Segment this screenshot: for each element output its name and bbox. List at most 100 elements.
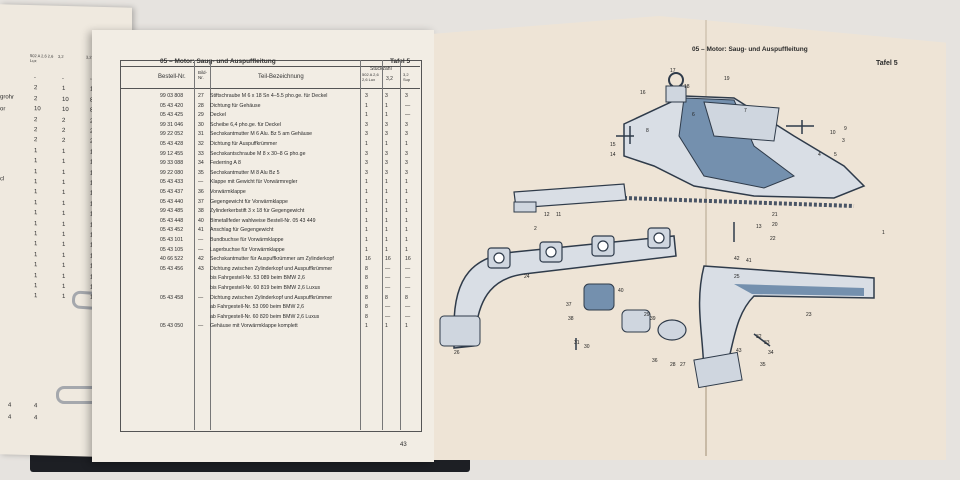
part-number: 05 43 456 [160,265,184,272]
lifting-eye-base [665,85,687,103]
qty-32: 3 [385,160,388,167]
qty-32-sup: 3 [405,131,408,138]
part-number: 99 33 088 [160,160,184,167]
table-row: bis Fahrgestell-Nr. 60 819 beim BMW 2,6 … [120,284,420,293]
part-description: ab Fahrgestell-Nr. 60 820 beim BMW 2,6 L… [210,313,320,320]
part-number: 05 43 440 [160,198,184,205]
callout-number: 35 [760,362,766,368]
callout-number: 24 [524,274,530,280]
callout-number: 21 [772,212,778,218]
qty-32-sup: — [405,285,411,291]
qty-32: — [385,275,391,282]
qty-32: 1 [385,246,388,253]
left-qty: 1 [62,252,66,259]
part-description: Dichtung für Auspuffkrümmer [210,141,278,147]
callout-number: 6 [692,112,695,118]
left-qty: 2 [34,127,38,134]
qty-26: 8 [365,313,368,320]
part-description: Bimetallfeder wahlweise Bestell-Nr. 05 4… [210,217,316,224]
callout-number: 1 [882,230,885,236]
diagram-page [434,16,946,460]
picture-number: 43 [198,265,204,272]
part-description: ab Fahrgestell-Nr. 53 090 beim BMW 2,6 [210,304,304,311]
callout-number: 42 [734,256,740,262]
qty-32: 1 [385,189,388,195]
exhaust-ports [487,227,671,269]
callout-number: 15 [610,142,616,148]
left-col-head: 502 A 2,6 2,6 Lux [30,53,54,64]
qty-26: 3 [365,169,368,176]
qty-26: 3 [365,121,368,128]
left-qty: 1 [34,293,38,300]
callout-number: 23 [806,312,812,318]
left-qty: 1 [62,294,66,301]
left-qty: 4 [8,402,12,409]
qty-26: 8 [365,304,368,311]
qty-26: 3 [365,93,368,99]
callout-number: 29 [644,312,650,318]
qty-26: 1 [365,189,368,195]
qty-26: 1 [365,198,368,205]
table-row: 05 43 456 43 Dichtung zwischen Zylinderkop… [120,265,420,274]
vacuum-tube-flange [513,201,537,213]
diagram-page-heading: 05 – Motor: Saug- und Auspuffleitung [692,46,808,53]
left-qty: 1 [34,158,38,165]
qty-32-sup: — [405,102,411,109]
callout-number: 16 [640,90,646,96]
qty-26: 1 [365,179,368,186]
part-number: 99 03 808 [160,93,184,99]
intake-manifold-top [703,101,780,142]
qty-32: 3 [385,131,388,138]
qty-26: 8 [365,294,368,301]
part-description: Dichtung für Gehäuse [210,102,261,109]
callout-number: 43 [736,348,742,354]
page-fold [705,20,707,456]
qty-32: — [385,265,391,272]
valve-counterweight [583,283,615,311]
qty-32: 1 [385,237,388,243]
qty-26: 3 [365,131,368,138]
part-description: Lagerbuchse für Vorwärmklappe [210,246,285,253]
callout-number: 18 [684,84,690,90]
picture-number: 31 [198,131,204,138]
left-qty: 1 [34,147,38,155]
part-number: 05 43 458 [160,294,184,301]
qty-32-sup: 3 [405,93,408,99]
qty-32-sup: 1 [405,189,408,195]
callout-number: 11 [556,212,561,218]
callout-number: 12 [544,212,550,218]
callout-number: 26 [454,350,460,356]
left-qty: 2 [34,85,38,92]
part-number: 05 43 452 [160,227,184,234]
part-description: Dichtung zwischen Zylinderkopf und Auspu… [210,265,333,272]
qty-32-sup: 1 [405,141,408,147]
left-qty: 1 [34,262,38,269]
table-row: 05 43 050—Gehäuse mit Vorwärmklappe komp… [120,322,420,331]
parts-table-frame [120,60,422,432]
part-description: Sechskantmutter M 6 Alu. Bz 5 am Gehäuse [210,131,313,138]
part-description: Vorwärmklappe [210,189,246,195]
part-description: Gehäuse mit Vorwärmklappe komplett [210,323,298,330]
picture-number: 32 [198,141,204,147]
parts-list-page [92,30,434,462]
exhaust-manifold-right-shade [734,284,864,296]
qty-26: 8 [365,285,368,291]
callout-number: 4 [818,152,821,158]
part-number: 99 12 455 [160,150,184,157]
callout-number: 25 [734,274,740,280]
picture-number: 33 [198,150,204,157]
part-number: 05 43 428 [160,141,184,147]
qty-32: 3 [385,150,388,157]
col-head-q2: 3,2 [386,76,393,82]
part-description: bis Fahrgestell-Nr. 60 819 beim BMW 2,6 … [210,285,321,291]
picture-number: 41 [198,227,204,234]
lifting-eye [668,72,684,88]
qty-32-sup: — [405,275,411,282]
left-qty: 4 [8,414,12,421]
qty-26: 8 [365,265,368,272]
qty-32-sup: 1 [405,179,408,186]
callout-number: 38 [568,316,574,322]
